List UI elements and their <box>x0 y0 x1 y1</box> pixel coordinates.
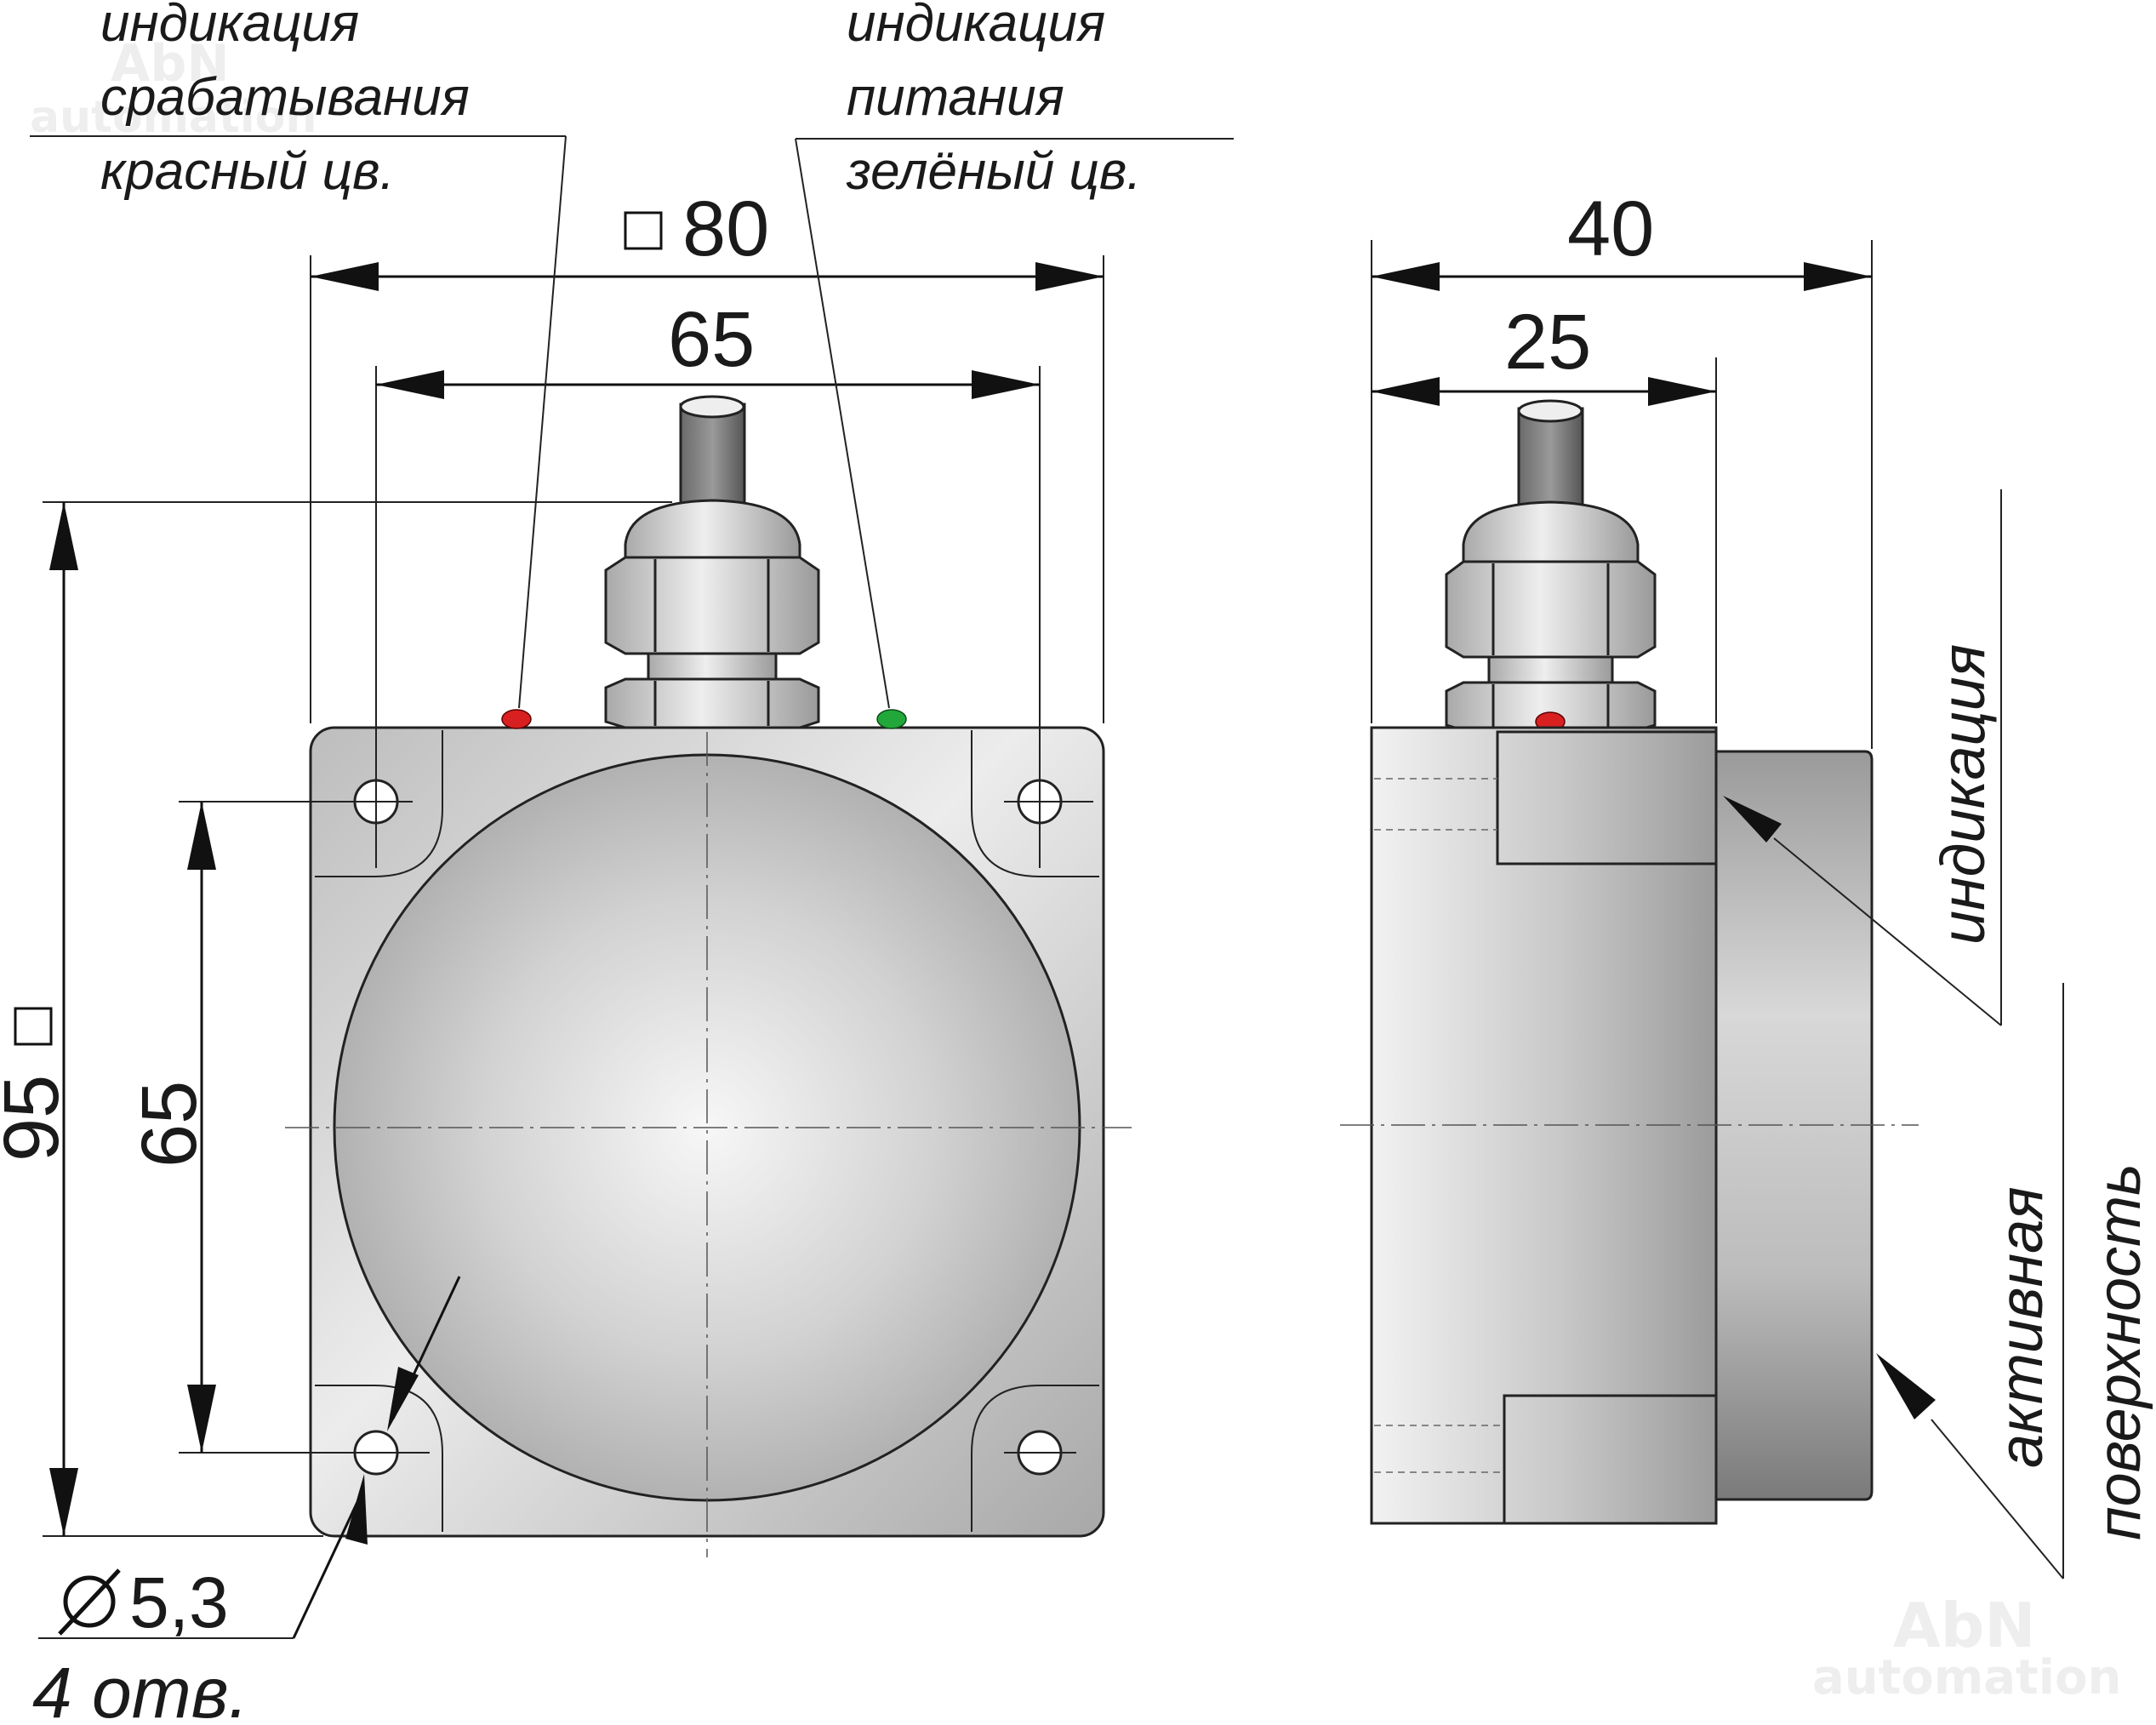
side-dimensions: 40 25 <box>1371 186 1873 749</box>
trigger-leader <box>518 135 567 709</box>
arrow-40-right <box>1804 262 1872 291</box>
watermark-top: AbN automation <box>30 34 317 143</box>
indication-leader <box>1773 837 2002 1026</box>
corner-pad-tr <box>971 730 1099 877</box>
arrow-25-left <box>1372 377 1440 406</box>
active-surface-line2: поверхность <box>2085 1163 2153 1540</box>
hole-diameter-label: 5,3 <box>129 1562 229 1642</box>
square-symbol-80 <box>624 211 663 250</box>
side-hex-nut <box>1445 560 1657 659</box>
hole-arrow-lower <box>345 1474 368 1545</box>
power-label-line3: зелёный цв. <box>846 142 1141 201</box>
corner-pad-bl <box>315 1385 443 1532</box>
power-leader <box>795 138 890 709</box>
arrow-95-bottom <box>49 1468 78 1536</box>
front-hex-nut <box>604 556 820 655</box>
dim-height-outer: 95 <box>0 1075 75 1162</box>
side-indication-label: индикация <box>1930 644 1998 945</box>
indication-callouts: индикация срабатывания красный цв. индик… <box>30 0 1234 709</box>
front-thread <box>647 652 778 683</box>
trigger-label-line3: красный цв. <box>100 142 395 201</box>
side-gland-dome <box>1462 500 1640 563</box>
active-surface-leader <box>1931 1419 2064 1579</box>
square-symbol-95 <box>14 1007 53 1046</box>
active-surface-arrow <box>1876 1353 1936 1419</box>
arrow-40-left <box>1372 262 1440 291</box>
arrow-95-top <box>49 502 78 570</box>
dim-width-outer: 80 <box>682 186 769 272</box>
watermark-sub-bottom: automation <box>1812 1650 2121 1705</box>
arrow-65h-right <box>972 370 1040 399</box>
trigger-label-line2: срабатывания <box>100 68 470 127</box>
arrow-80-right <box>1035 262 1104 291</box>
dim-height-holes: 65 <box>126 1081 213 1168</box>
arrow-65v-bottom <box>187 1385 216 1453</box>
watermark-bottom: AbN automation <box>1812 1590 2121 1705</box>
arrow-65v-top <box>187 802 216 870</box>
active-surface-line1: активная <box>1988 1186 2056 1468</box>
front-gland-dome <box>624 499 801 563</box>
watermark-sub-top: automation <box>30 92 317 143</box>
side-thread <box>1487 655 1614 686</box>
dim-depth-total: 40 <box>1567 186 1654 272</box>
hole-leader-lower <box>292 1501 359 1639</box>
dim-depth-body: 25 <box>1504 299 1591 386</box>
led-green <box>876 709 907 729</box>
side-cable-end <box>1517 399 1583 423</box>
front-dimensions: 80 65 95 65 5,3 <box>0 186 1104 1725</box>
arrow-80-left <box>311 262 379 291</box>
front-lock-nut <box>604 677 820 729</box>
side-active-face <box>1714 750 1874 1501</box>
front-view <box>285 395 1132 1557</box>
side-view <box>1340 399 1919 1525</box>
corner-pad-br <box>971 1385 1099 1532</box>
hole-count-label: 4 отв. <box>32 1653 248 1725</box>
diameter-symbol <box>58 1568 121 1636</box>
corner-pad-tl <box>315 730 443 877</box>
trigger-label-line1: индикация <box>100 0 359 53</box>
led-red <box>501 709 532 729</box>
watermark-brand-bottom: AbN <box>1893 1590 2036 1661</box>
power-label-line2: питания <box>847 68 1064 127</box>
power-label-line1: индикация <box>847 0 1105 53</box>
front-cable-end <box>679 395 745 419</box>
side-callouts: индикация активная поверхность <box>1723 489 2153 1579</box>
arrow-25-right <box>1648 377 1716 406</box>
hole-arrow-upper <box>387 1367 419 1431</box>
watermark-brand-top: AbN <box>111 34 230 94</box>
dim-width-holes: 65 <box>668 296 755 383</box>
arrow-65h-left <box>376 370 444 399</box>
indication-arrow <box>1723 796 1782 843</box>
